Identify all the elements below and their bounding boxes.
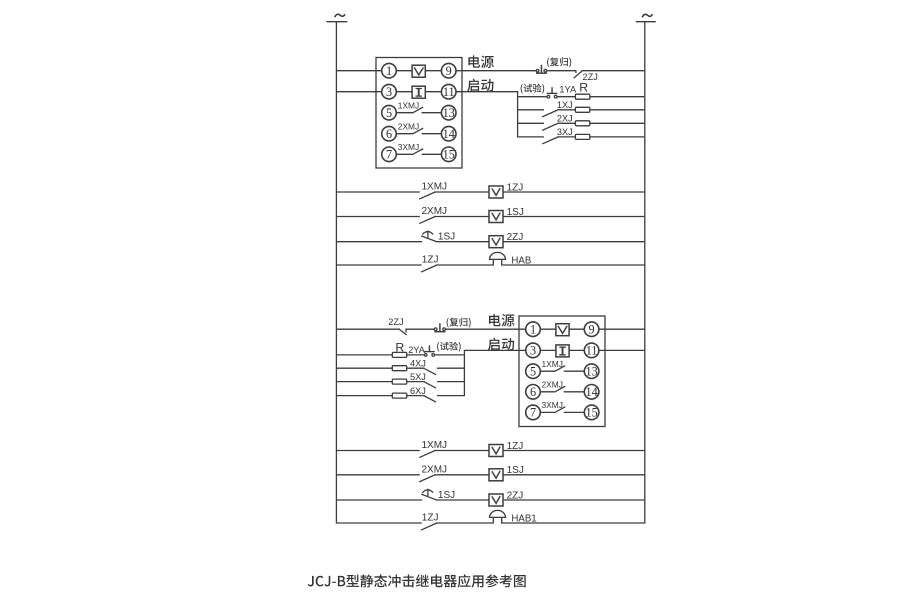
svg-text:2XMJ: 2XMJ bbox=[422, 206, 448, 217]
svg-text:1SJ: 1SJ bbox=[438, 490, 455, 501]
svg-text:2ZJ: 2ZJ bbox=[507, 232, 524, 243]
svg-text:2XJ: 2XJ bbox=[557, 114, 573, 124]
svg-text:15: 15 bbox=[586, 406, 598, 420]
svg-text:1ZJ: 1ZJ bbox=[507, 182, 524, 193]
svg-text:2XMJ: 2XMJ bbox=[542, 379, 563, 389]
svg-text:2ZJ: 2ZJ bbox=[583, 72, 598, 82]
svg-text:1: 1 bbox=[530, 323, 536, 337]
svg-text:R: R bbox=[395, 341, 404, 355]
svg-text:1SJ: 1SJ bbox=[438, 232, 455, 243]
svg-text:HAB1: HAB1 bbox=[511, 513, 536, 524]
svg-text:9: 9 bbox=[446, 64, 452, 78]
svg-text:1ZJ: 1ZJ bbox=[507, 441, 524, 452]
svg-text:R: R bbox=[579, 81, 588, 95]
svg-text:2YA: 2YA bbox=[408, 345, 426, 355]
svg-text:5: 5 bbox=[530, 365, 536, 379]
svg-text:1XMJ: 1XMJ bbox=[398, 100, 419, 110]
svg-text:2ZJ: 2ZJ bbox=[507, 490, 524, 501]
svg-text:2XMJ: 2XMJ bbox=[422, 465, 448, 476]
svg-text:1XMJ: 1XMJ bbox=[542, 359, 563, 369]
svg-text:7: 7 bbox=[386, 148, 392, 162]
svg-text:11: 11 bbox=[443, 85, 455, 99]
svg-text:14: 14 bbox=[586, 385, 598, 399]
svg-text:14: 14 bbox=[443, 127, 455, 141]
svg-text:1XMJ: 1XMJ bbox=[422, 440, 448, 451]
svg-text:1: 1 bbox=[386, 64, 392, 78]
svg-text:2ZJ: 2ZJ bbox=[388, 317, 403, 327]
svg-text:1YA: 1YA bbox=[559, 84, 577, 94]
svg-text:1SJ: 1SJ bbox=[507, 465, 524, 476]
svg-text:3XMJ: 3XMJ bbox=[398, 142, 419, 152]
svg-text:HAB: HAB bbox=[511, 255, 531, 266]
svg-text:4XJ: 4XJ bbox=[410, 358, 426, 368]
svg-text:1XJ: 1XJ bbox=[557, 100, 573, 110]
svg-text:3: 3 bbox=[530, 344, 536, 358]
svg-text:7: 7 bbox=[530, 406, 536, 420]
svg-text:13: 13 bbox=[443, 106, 455, 120]
svg-text:3: 3 bbox=[386, 85, 392, 99]
svg-text:13: 13 bbox=[586, 365, 598, 379]
svg-text:1XMJ: 1XMJ bbox=[422, 182, 448, 193]
svg-text:6: 6 bbox=[530, 385, 536, 399]
svg-text:6XJ: 6XJ bbox=[410, 386, 426, 396]
svg-text:3XJ: 3XJ bbox=[557, 127, 573, 137]
svg-text:11: 11 bbox=[586, 344, 598, 358]
svg-text:5XJ: 5XJ bbox=[410, 372, 426, 382]
svg-text:1ZJ: 1ZJ bbox=[422, 513, 439, 524]
svg-text:2XMJ: 2XMJ bbox=[398, 121, 419, 131]
svg-text:1SJ: 1SJ bbox=[507, 207, 524, 218]
svg-text:1ZJ: 1ZJ bbox=[422, 255, 439, 266]
svg-text:9: 9 bbox=[589, 323, 595, 337]
svg-text:15: 15 bbox=[443, 148, 455, 162]
svg-text:3XMJ: 3XMJ bbox=[542, 400, 563, 410]
svg-text:5: 5 bbox=[386, 106, 392, 120]
svg-text:6: 6 bbox=[386, 127, 392, 141]
